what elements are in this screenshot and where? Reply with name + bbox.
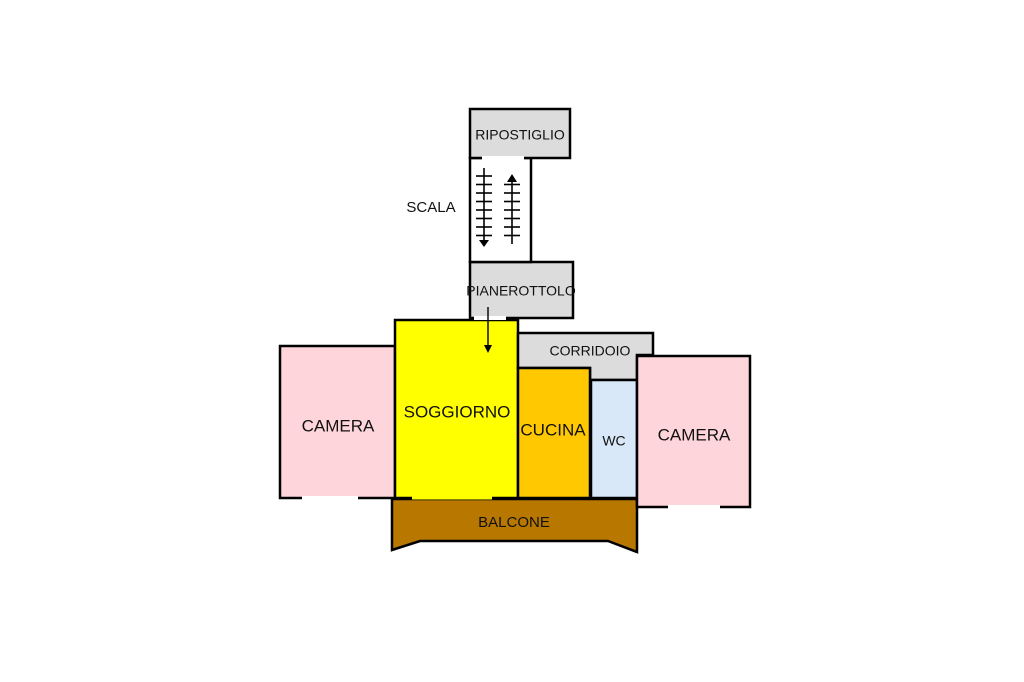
entrance-arrow-icon [484,307,492,353]
staircase-icon [476,168,520,247]
room-cucina [516,366,592,500]
label-ripostiglio: RIPOSTIGLIO [475,127,565,143]
room-camera-left [278,344,397,500]
room-ripostiglio [468,107,572,160]
room-camera-right [635,354,752,509]
label-pianerottolo: PIANEROTTOLO [466,283,576,299]
label-balcone: BALCONE [478,514,550,531]
label-corridoio: CORRIDOIO [550,343,631,359]
label-scala: SCALA [406,199,455,216]
label-soggiorno: SOGGIORNO [404,402,511,421]
label-camera-right: CAMERA [658,425,731,444]
label-camera-left: CAMERA [302,416,375,435]
label-wc: WC [602,433,625,449]
label-cucina: CUCINA [520,420,586,439]
